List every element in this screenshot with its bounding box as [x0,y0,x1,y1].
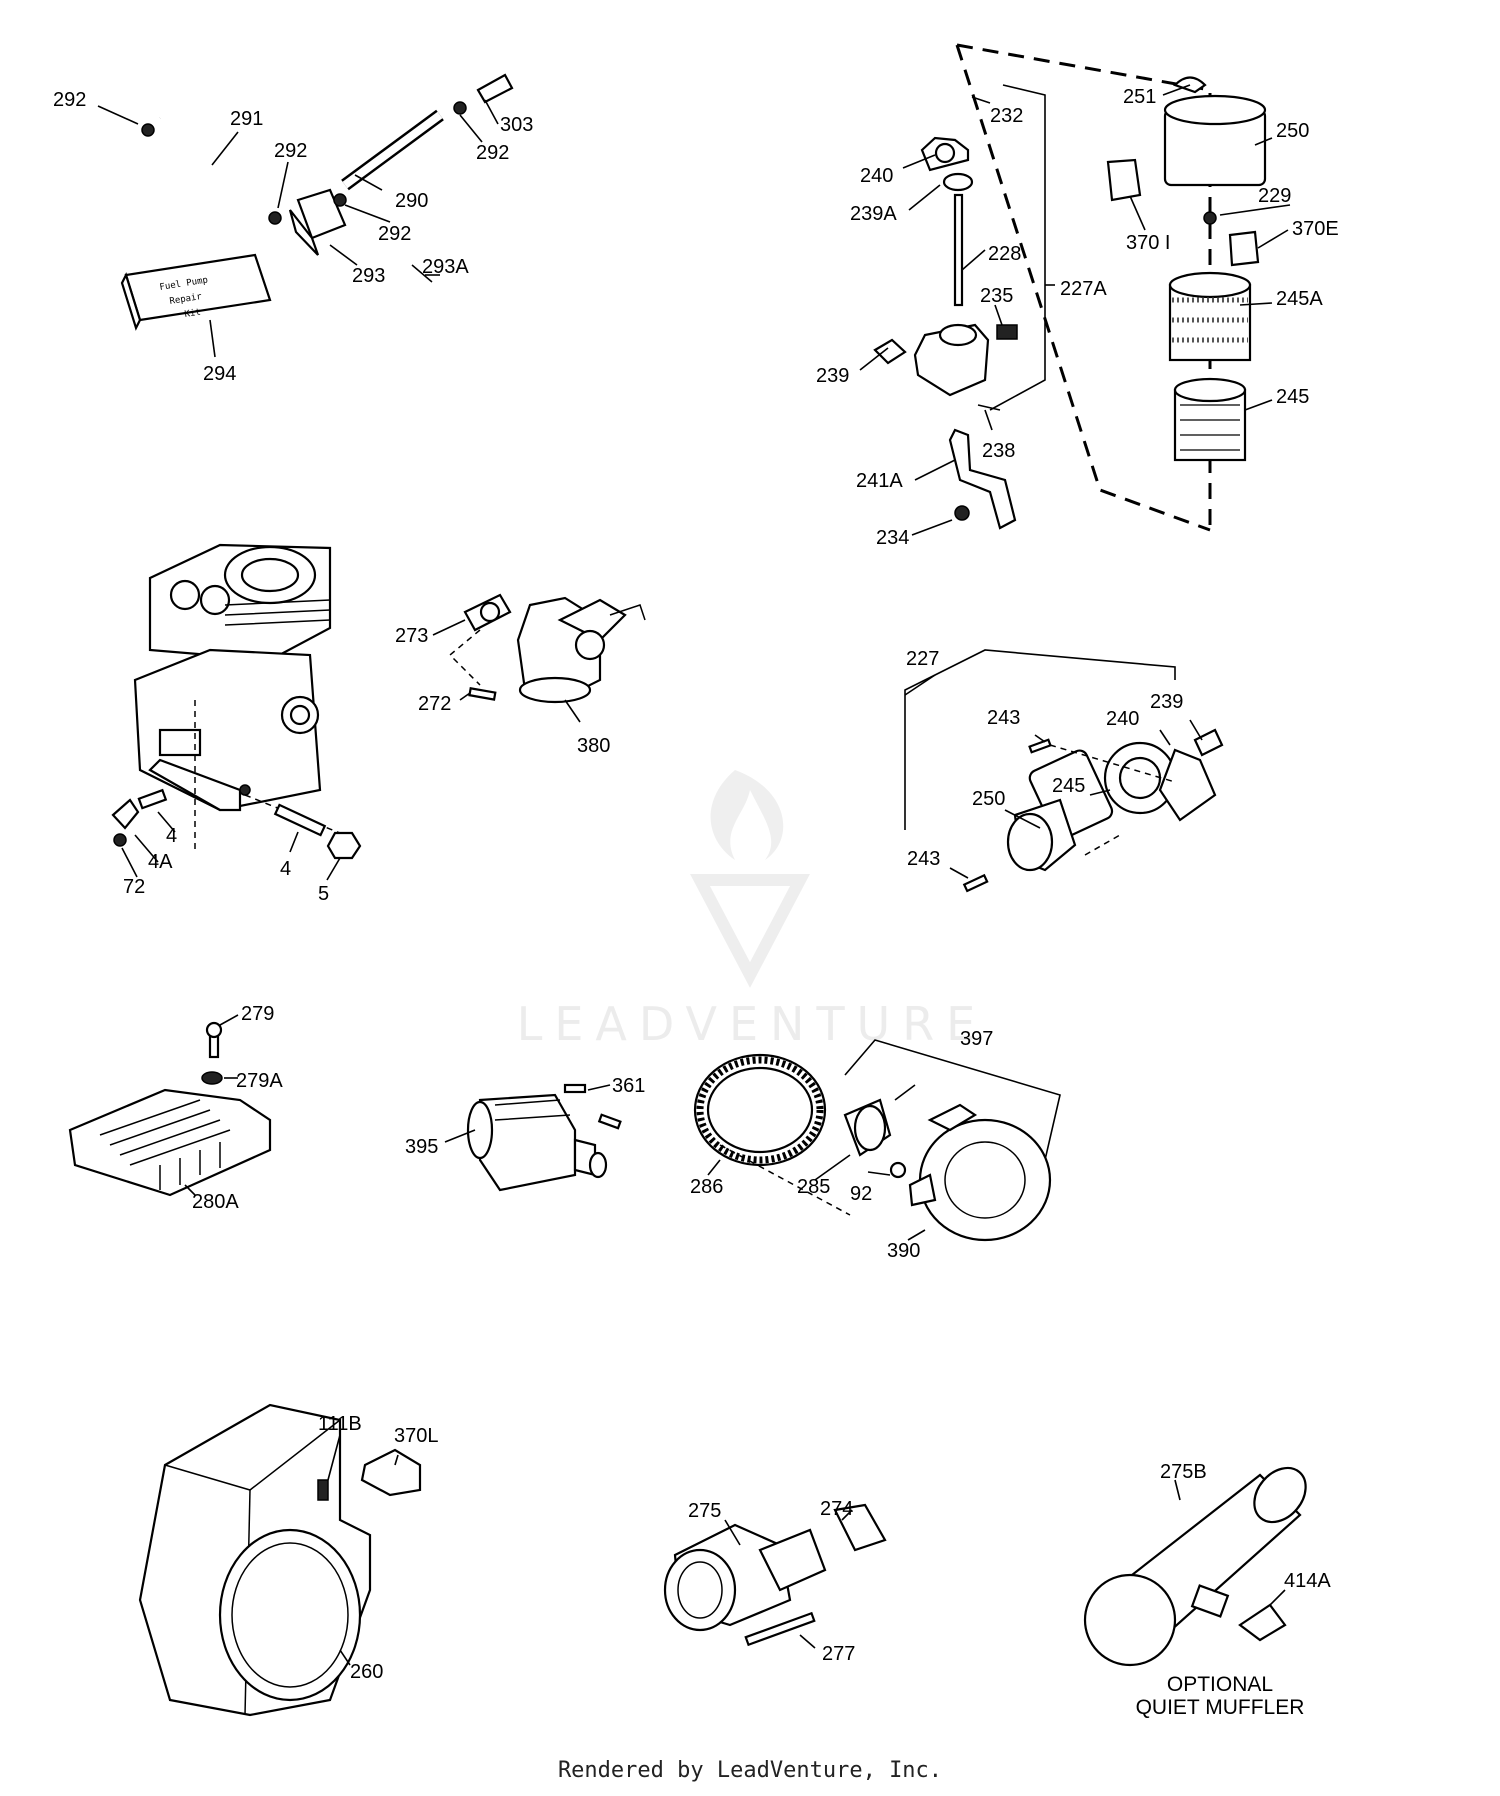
callout-227: 227 [906,648,939,670]
callout-290: 290 [395,190,428,212]
callout-292-d: 292 [476,142,509,164]
callout-229: 229 [1258,185,1291,207]
callout-279A: 279A [236,1070,283,1092]
callout-245A: 245A [1276,288,1323,310]
callout-370L: 370L [394,1425,439,1447]
callout-5: 5 [318,883,329,905]
callout-380: 380 [577,735,610,757]
callout-4A: 4A [148,851,173,873]
optional-note-line1: OPTIONAL [1167,1673,1273,1696]
callout-260: 260 [350,1661,383,1683]
air-cleaner-227-group: 227 243 240 239 250 245 243 [904,648,1224,893]
callout-280A: 280A [192,1191,239,1213]
callout-390: 390 [887,1240,920,1262]
callout-275: 275 [688,1500,721,1522]
blower-housing-group: 111B 370L 260 [138,1403,439,1717]
callout-243-b: 243 [907,848,940,870]
callout-245-b: 245 [1052,775,1085,797]
quiet-muffler-group: 275B 414A OPTIONAL QUIET MUFFLER [1083,1461,1331,1719]
callout-232: 232 [990,105,1023,127]
watermark-v-icon [690,874,810,988]
callout-370I: 370 I [1126,232,1170,254]
callout-361: 361 [612,1075,645,1097]
callout-241A: 241A [856,470,903,492]
watermark-flame-icon [710,770,784,860]
callout-234: 234 [876,527,909,549]
callout-274: 274 [820,1498,853,1520]
callout-303: 303 [500,114,533,136]
callout-251: 251 [1123,86,1156,108]
callout-228: 228 [988,243,1021,265]
callout-279: 279 [241,1003,274,1025]
footer-credit: Rendered by LeadVenture, Inc. [558,1758,942,1783]
callout-277: 277 [822,1643,855,1665]
callout-243-a: 243 [987,707,1020,729]
callout-291: 291 [230,108,263,130]
callout-285: 285 [797,1176,830,1198]
callout-292-a: 292 [53,89,86,111]
watermark-text: LEADVENTURE [517,997,988,1051]
callout-370E: 370E [1292,218,1339,240]
engine-block: 4 4A 72 4 5 [111,543,362,905]
starter-motor-group: 361 395 [405,1075,645,1192]
callout-414A: 414A [1284,1570,1331,1592]
callout-272: 272 [418,693,451,715]
callout-240-a: 240 [860,165,893,187]
optional-note-line2: QUIET MUFFLER [1136,1696,1305,1719]
callout-250-a: 250 [1276,120,1309,142]
recoil-starter-group: 397 286 285 92 390 [690,1028,1061,1262]
callout-4-b: 4 [280,858,291,880]
muffler-group: 275 274 277 [663,1498,887,1665]
callout-286: 286 [690,1176,723,1198]
callout-293: 293 [352,265,385,287]
callout-294: 294 [203,363,236,385]
callout-275B: 275B [1160,1461,1207,1483]
callout-238: 238 [982,440,1015,462]
callout-239A-a: 239A [850,203,897,225]
callout-273: 273 [395,625,428,647]
callout-239-b: 239 [1150,691,1183,713]
callout-239-a: 239 [816,365,849,387]
carburetor-group: 273 272 380 [395,593,646,757]
callout-292-b: 292 [274,140,307,162]
callout-250-b: 250 [972,788,1005,810]
air-cleaner-assembly: 232 240 239A 228 235 227A 239 238 241A 2… [816,43,1339,549]
callout-4-a: 4 [166,825,177,847]
callout-293A: 293A [422,256,469,278]
callout-397: 397 [960,1028,993,1050]
callout-227A: 227A [1060,278,1107,300]
callout-235: 235 [980,285,1013,307]
valve-cover-group: 279 279A 280A [68,1003,283,1213]
callout-92: 92 [850,1183,872,1205]
fuel-pump-group: Fuel Pump Repair Kit 292 291 292 290 292… [53,73,533,385]
watermark: LEADVENTURE [517,770,988,1051]
callout-240-b: 240 [1106,708,1139,730]
callout-245-a: 245 [1276,386,1309,408]
callout-72: 72 [123,876,145,898]
callout-111B: 111B [318,1413,362,1435]
kit-text-kit: Kit [184,308,202,320]
callout-292-c: 292 [378,223,411,245]
callout-395: 395 [405,1136,438,1158]
